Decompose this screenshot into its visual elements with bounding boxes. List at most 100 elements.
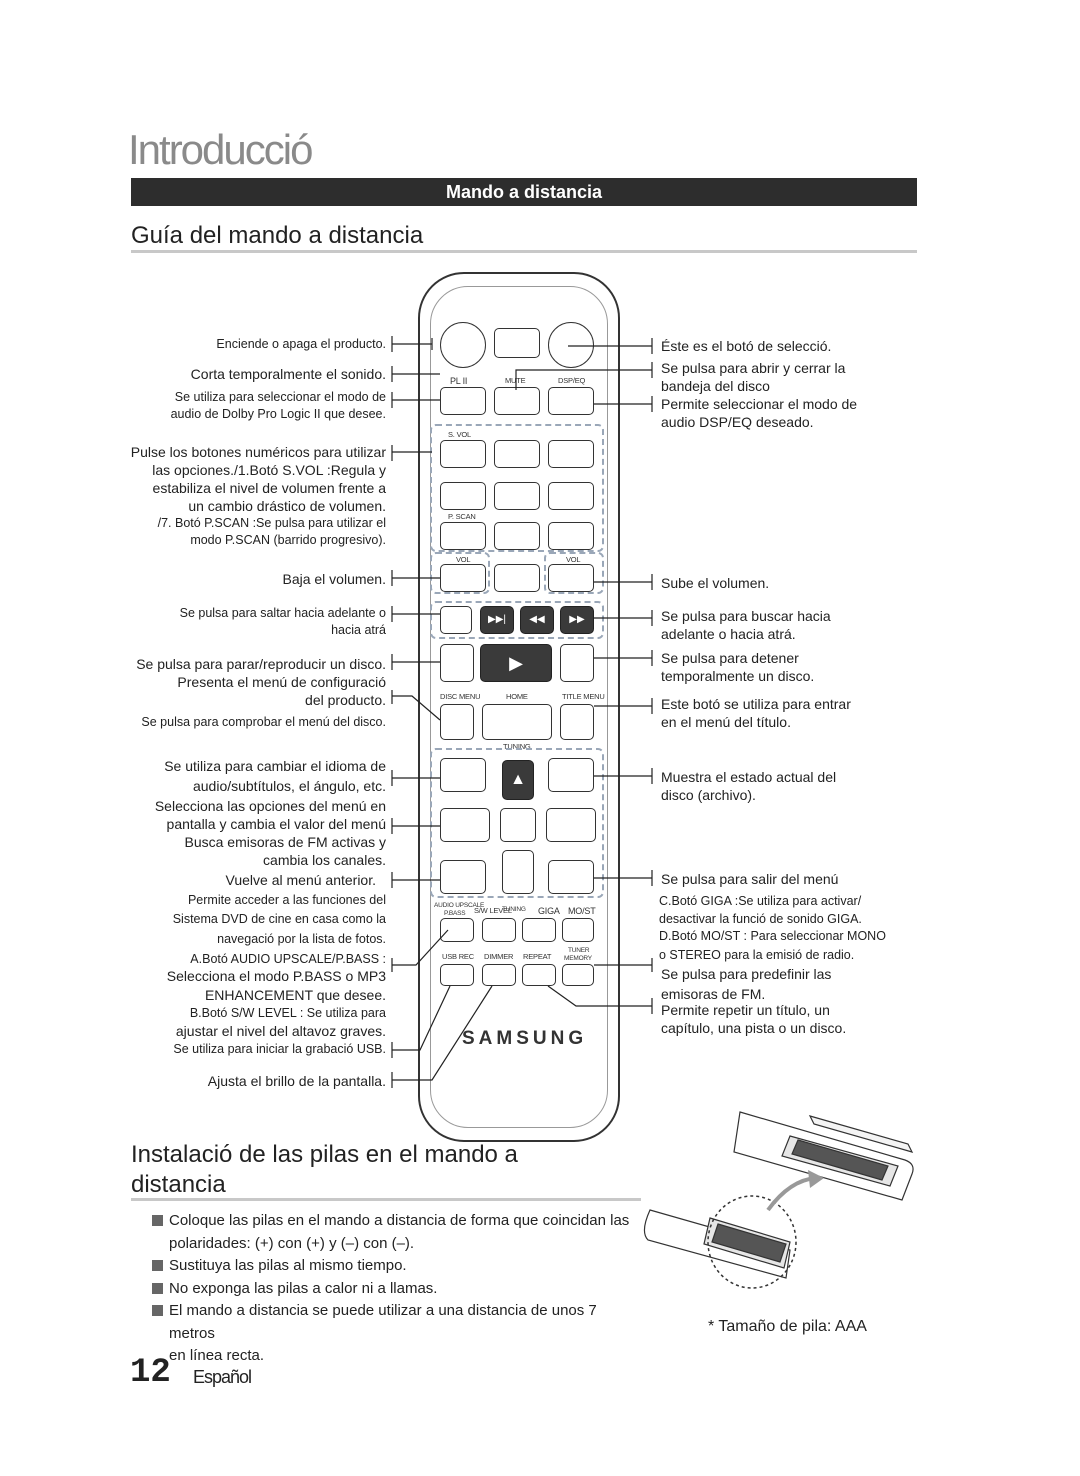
- label-pscan-2: modo P.SCAN (barrido progresivo).: [190, 533, 386, 547]
- bullet-distance-line2: en línea recta.: [169, 1347, 265, 1364]
- battery-installation-illustration: [643, 1111, 914, 1289]
- open-close-button[interactable]: [494, 328, 540, 358]
- label-numbers-1: Pulse los botones numéricos para utiliza…: [130, 444, 386, 460]
- dspeq-label: DSP/EQ: [558, 376, 586, 385]
- tuning-label: TUNING: [503, 742, 531, 751]
- dimmer-button[interactable]: [482, 964, 516, 986]
- navigation-group: [430, 748, 604, 898]
- power-button[interactable]: [440, 322, 486, 368]
- label-mute: Corta temporalmente el sonido.: [190, 366, 386, 382]
- return-button[interactable]: [440, 860, 486, 894]
- dspeq-button[interactable]: [548, 387, 594, 415]
- battery-size-note: * Tamaño de pila: AAA: [708, 1318, 867, 1335]
- label-search-1: Se pulsa para buscar hacia: [661, 608, 831, 624]
- label-pause-2: temporalmente un disco.: [661, 668, 815, 684]
- label-tuning-1: Busca emisoras de FM activas y: [184, 834, 386, 850]
- label-vol-down: Baja el volumen.: [282, 571, 386, 587]
- sw-level-button[interactable]: [482, 918, 516, 942]
- bullet-distance-line1: El mando a distancia se puede utilizar a…: [169, 1302, 597, 1342]
- nav-right-button[interactable]: [546, 808, 596, 842]
- label-upscale-2: Selecciona el modo P.BASS o MP3: [166, 968, 386, 984]
- number-8-button[interactable]: [494, 522, 540, 550]
- pscan-label: P. SCAN: [448, 512, 476, 521]
- label-skip-1: Se pulsa para saltar hacia adelante o: [179, 606, 386, 620]
- tuner-memory-button[interactable]: [562, 964, 594, 986]
- vol-up-button[interactable]: [548, 564, 594, 592]
- bullet-polarity-line2: polaridades: (+) con (+) y (–) con (–).: [169, 1234, 415, 1252]
- label-nav-1: Selecciona las opciones del menú en: [154, 798, 386, 814]
- search-back-button[interactable]: ◀◀: [520, 606, 554, 634]
- disc-menu-label: DISC MENU: [440, 692, 481, 701]
- number-7-button[interactable]: [440, 522, 486, 550]
- title-menu-button[interactable]: [560, 704, 594, 740]
- tuner-label: TUNER: [568, 947, 590, 954]
- audio-button[interactable]: [440, 758, 486, 792]
- most-button[interactable]: [562, 918, 594, 942]
- function-button[interactable]: [548, 322, 594, 368]
- label-dspeq-1: Permite seleccionar el modo de: [661, 396, 858, 412]
- nav-up-button[interactable]: ▲: [502, 760, 534, 800]
- nav-down-button[interactable]: [502, 850, 534, 894]
- guide-heading-rule: [131, 250, 917, 253]
- number-1-button[interactable]: [440, 440, 486, 468]
- samsung-logo: SAMSUNG: [462, 1028, 588, 1049]
- pl2-button[interactable]: [440, 387, 486, 415]
- mute-button[interactable]: [494, 387, 540, 415]
- label-return: Vuelve al menú anterior.: [225, 872, 376, 888]
- memory-label: MEMORY: [564, 955, 592, 962]
- number-3-button[interactable]: [548, 440, 594, 468]
- battery-instructions: Coloque las pilas en el mando a distanci…: [152, 1210, 642, 1368]
- number-5-button[interactable]: [494, 482, 540, 510]
- skip-search-group: [430, 601, 604, 639]
- play-button[interactable]: ▶: [480, 644, 552, 682]
- label-audio-1: Se utiliza para cambiar el idioma de: [164, 758, 386, 774]
- skip-back-button[interactable]: [440, 606, 472, 634]
- repeat-button[interactable]: [522, 964, 556, 986]
- label-exit: Se pulsa para salir del menú: [661, 871, 839, 887]
- disc-menu-button[interactable]: [440, 704, 474, 740]
- home-label: HOME: [506, 692, 528, 701]
- label-giga-2: desactivar la funció de sonido GIGA.: [659, 912, 862, 926]
- audio-upscale-label: AUDIO UPSCALE: [434, 902, 485, 909]
- bullet-polarity-line1: Coloque las pilas en el mando a distanci…: [169, 1212, 630, 1229]
- pause-button[interactable]: [560, 644, 594, 682]
- nav-enter-button[interactable]: [500, 808, 536, 842]
- repeat-label: REPEAT: [523, 952, 552, 961]
- vol-up-label: VOL: [566, 555, 581, 564]
- usb-rec-button[interactable]: [440, 964, 474, 986]
- label-title-menu-2: en el menú del título.: [661, 714, 791, 730]
- battery-heading-rule: [131, 1198, 641, 1201]
- label-skip-2: hacia atrá: [331, 623, 386, 637]
- number-4-button[interactable]: [440, 482, 486, 510]
- title-menu-label: TITLE MENU: [562, 692, 605, 701]
- label-home-1: Presenta el menú de configuració: [177, 674, 386, 690]
- audio-upscale-button[interactable]: [440, 918, 474, 942]
- search-forward-button[interactable]: ▶▶: [560, 606, 594, 634]
- skip-forward-button[interactable]: ▶▶|: [480, 606, 514, 634]
- label-numbers-3: estabiliza el nivel de volumen frente a: [152, 480, 386, 496]
- label-title-menu-1: Este botó se utiliza para entrar: [661, 696, 851, 712]
- label-upscale-1: A.Botó AUDIO UPSCALE/P.BASS :: [190, 952, 386, 966]
- label-swlevel-2: ajustar el nivel del altavoz graves.: [175, 1023, 386, 1039]
- number-6-button[interactable]: [548, 482, 594, 510]
- label-home-2: del producto.: [305, 692, 386, 708]
- home-button[interactable]: [482, 704, 552, 740]
- label-power: Enciende o apaga el producto.: [216, 337, 386, 351]
- label-disc-menu: Se pulsa para comprobar el menú del disc…: [141, 715, 386, 729]
- bullet-heat: No exponga las pilas a calor ni a llamas…: [152, 1278, 642, 1301]
- stop-button[interactable]: [440, 644, 474, 682]
- number-2-button[interactable]: [494, 440, 540, 468]
- number-pad-group: [430, 424, 604, 552]
- label-tuning-2: cambia los canales.: [263, 852, 386, 868]
- number-0-button[interactable]: [494, 564, 540, 592]
- label-open-close-1: Se pulsa para abrir y cerrar la: [661, 360, 846, 376]
- label-pause-1: Se pulsa para detener: [661, 650, 799, 666]
- giga-button[interactable]: [522, 918, 556, 942]
- nav-left-button[interactable]: [440, 808, 490, 842]
- info-button[interactable]: [548, 758, 594, 792]
- number-9-button[interactable]: [548, 522, 594, 550]
- exit-button[interactable]: [548, 860, 594, 894]
- vol-down-button[interactable]: [440, 564, 486, 592]
- page-number: 12: [130, 1354, 171, 1392]
